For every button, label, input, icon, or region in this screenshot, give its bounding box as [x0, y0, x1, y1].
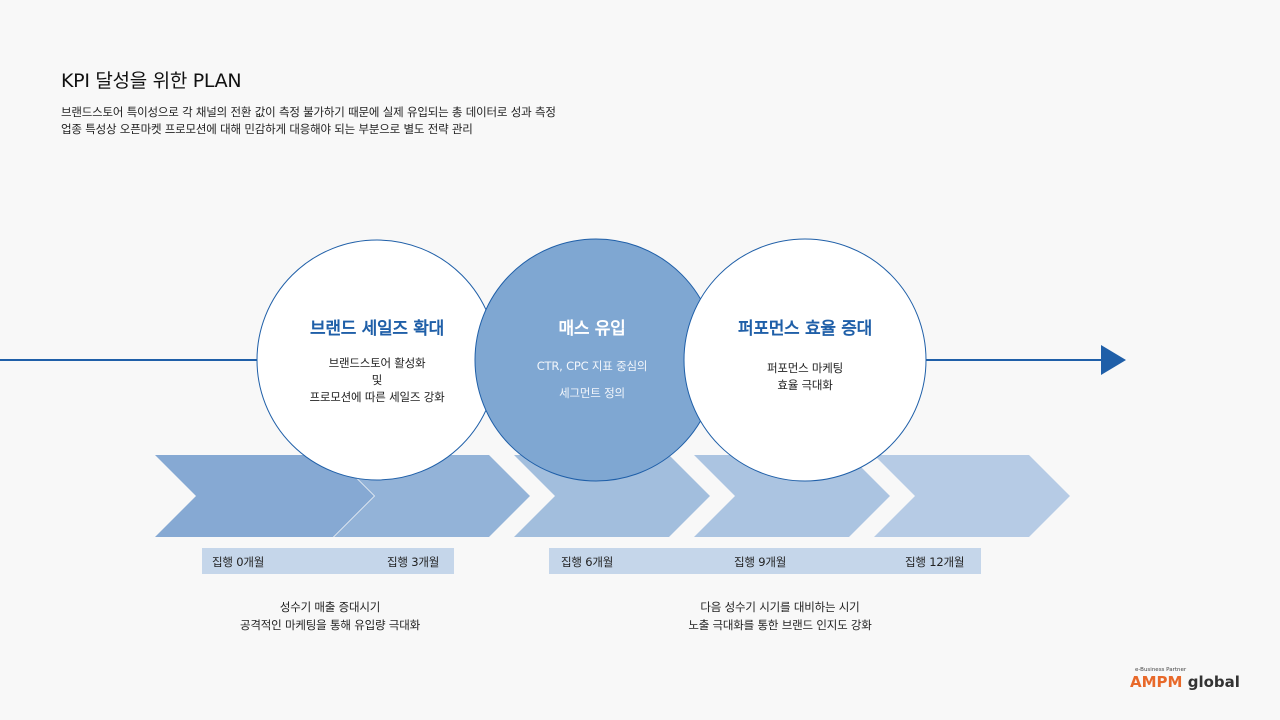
note-right-line2: 노출 극대화를 통한 브랜드 인지도 강화	[688, 618, 872, 632]
timeline-label-3: 집행 3개월	[387, 555, 440, 569]
circle-mass-inflow-body: CTR, CPC 지표 중심의 세그먼트 정의	[482, 353, 702, 407]
circle-performance-body-line1: 퍼포먼스 마케팅	[766, 361, 844, 375]
circle-performance-body-line2: 효율 극대화	[777, 378, 833, 392]
circle-brand-sales-body-line3: 프로모션에 따른 세일즈 강화	[309, 390, 445, 404]
logo-tagline: e-Business Partner	[1135, 667, 1187, 673]
description-line-1: 브랜드스토어 특이성으로 각 채널의 전환 값이 측정 불가하기 때문에 실제 …	[61, 105, 556, 119]
circle-performance-title: 퍼포먼스 효율 증대	[738, 319, 872, 339]
timeline-bar-left: 집행 0개월 집행 3개월	[202, 548, 454, 574]
note-right-line1: 다음 성수기 시기를 대비하는 시기	[700, 600, 860, 614]
company-logo: e-Business Partner AMPM global	[1130, 666, 1240, 696]
chevron-1	[155, 455, 374, 537]
arrow-head-icon	[1101, 345, 1126, 375]
page-title: KPI 달성을 위한 PLAN	[61, 70, 242, 92]
timeline-bar-right: 집행 6개월 집행 9개월 집행 12개월	[549, 548, 981, 574]
circle-mass-inflow-body-line2: 세그먼트 정의	[559, 386, 625, 400]
circle-performance-body: 퍼포먼스 마케팅 효율 극대화	[695, 360, 915, 394]
circle-mass-inflow-text: 매스 유입 CTR, CPC 지표 중심의 세그먼트 정의	[482, 314, 702, 407]
circle-mass-inflow-body-line1: CTR, CPC 지표 중심의	[536, 359, 648, 373]
timeline-label-12: 집행 12개월	[905, 555, 965, 569]
note-left-line1: 성수기 매출 증대시기	[279, 600, 381, 614]
circle-performance-text: 퍼포먼스 효율 증대 퍼포먼스 마케팅 효율 극대화	[695, 314, 915, 394]
circle-mass-inflow-title: 매스 유입	[558, 319, 626, 339]
description: 브랜드스토어 특이성으로 각 채널의 전환 값이 측정 불가하기 때문에 실제 …	[61, 104, 556, 138]
circle-brand-sales-title: 브랜드 세일즈 확대	[310, 319, 444, 339]
description-line-2: 업종 특성상 오픈마켓 프로모션에 대해 민감하게 대응해야 되는 부분으로 별…	[61, 122, 473, 136]
logo-suffix: global	[1187, 673, 1240, 691]
chevron-5	[874, 455, 1070, 537]
timeline-label-9: 집행 9개월	[734, 555, 787, 569]
timeline-label-0: 집행 0개월	[212, 555, 265, 569]
logo-wordmark: AMPM global	[1130, 673, 1240, 691]
circle-brand-sales-body: 브랜드스토어 활성화 및 프로모션에 따른 세일즈 강화	[267, 355, 487, 406]
note-left-line2: 공격적인 마케팅을 통해 유입량 극대화	[240, 618, 420, 632]
timeline-label-6: 집행 6개월	[561, 555, 614, 569]
circle-brand-sales-body-line2: 및	[371, 373, 383, 387]
circle-brand-sales-body-line1: 브랜드스토어 활성화	[328, 356, 426, 370]
circle-brand-sales-text: 브랜드 세일즈 확대 브랜드스토어 활성화 및 프로모션에 따른 세일즈 강화	[267, 314, 487, 406]
note-right: 다음 성수기 시기를 대비하는 시기 노출 극대화를 통한 브랜드 인지도 강화	[640, 598, 920, 634]
note-left: 성수기 매출 증대시기 공격적인 마케팅을 통해 유입량 극대화	[200, 598, 460, 634]
logo-brand: AMPM	[1130, 673, 1183, 691]
circle-performance	[683, 238, 927, 482]
